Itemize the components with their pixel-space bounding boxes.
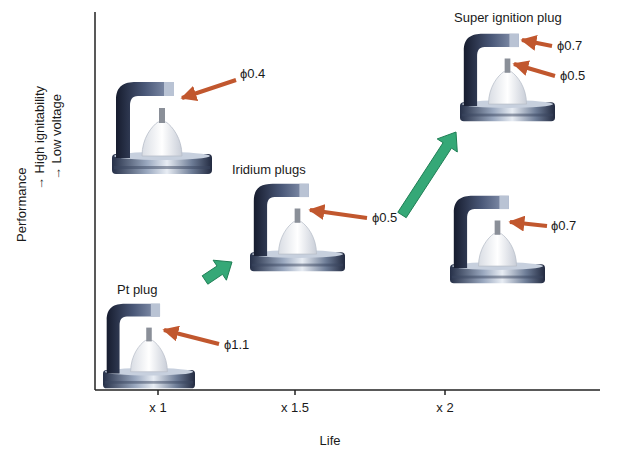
spark-plug (450, 196, 545, 283)
plug-name: Iridium plugs (232, 162, 306, 177)
axes (95, 12, 600, 395)
diameter-label: ϕ0.5 (372, 210, 397, 225)
plug-group: Pt plug ϕ1.1 (103, 280, 253, 388)
spark-plug (112, 82, 212, 174)
axis-label: x 2 (436, 400, 453, 415)
diameter-label: ϕ0.4 (240, 66, 265, 81)
axis-label: x 1.5 (281, 400, 309, 415)
diameter-label: ϕ0.7 (557, 38, 582, 53)
spark-plug (103, 304, 195, 389)
diameter-label: ϕ1.1 (224, 337, 249, 352)
spark-plug (460, 34, 555, 121)
axis-label: Life (320, 433, 341, 448)
spark-plug (250, 184, 345, 271)
axis-title: Performance (14, 168, 29, 242)
axis-label: x 1 (149, 400, 166, 415)
plug-name: Super ignition plug (454, 10, 562, 25)
plug-group: Super ignition plug ϕ0.7 ϕ0.5 (450, 8, 600, 132)
diameter-label: ϕ0.7 (551, 218, 576, 233)
plug-name: Pt plug (117, 282, 157, 297)
progress-arrow (398, 132, 458, 218)
diameter-label: ϕ0.5 (560, 68, 585, 83)
leader-arrows (164, 40, 555, 344)
axis-title: → Low voltage (49, 94, 64, 180)
plug-group: Iridium plugs ϕ0.5 (232, 160, 402, 275)
progress-arrow (202, 260, 232, 284)
axis-title: → High ignitability (32, 86, 47, 190)
